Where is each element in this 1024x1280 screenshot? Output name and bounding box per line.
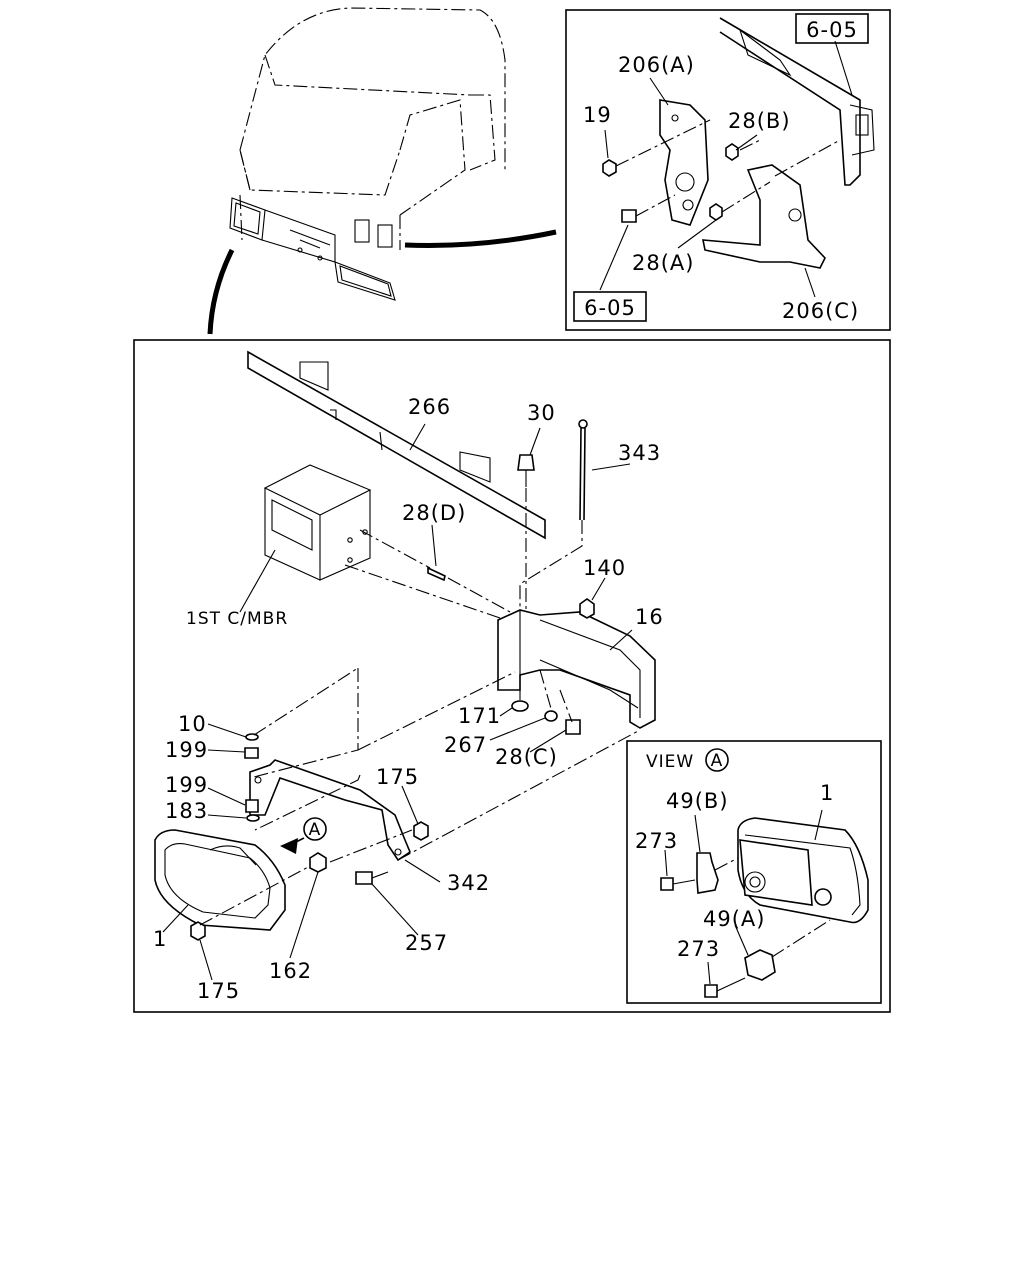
- main-frame: [133, 339, 891, 1013]
- label-343: 343: [618, 441, 661, 465]
- label-19: 19: [583, 103, 612, 127]
- label-199-upper: 199: [165, 738, 208, 762]
- label-1st-cmbr: 1ST C/MBR: [186, 609, 288, 629]
- ref-6-05-top[interactable]: 6-05: [806, 18, 858, 42]
- label-162: 162: [269, 959, 312, 983]
- label-28a: 28(A): [632, 251, 694, 275]
- view-marker-a[interactable]: A: [309, 820, 322, 840]
- label-49a: 49(A): [703, 907, 765, 931]
- view-marker-circle: [303, 817, 327, 841]
- view-a-marker-circle: [705, 748, 729, 772]
- label-266: 266: [408, 395, 451, 419]
- label-175-lower: 175: [197, 979, 240, 1003]
- main-drawing: [154, 350, 656, 981]
- label-342: 342: [447, 871, 490, 895]
- view-a-frame: [626, 740, 882, 1004]
- ref-box-top: [795, 13, 869, 44]
- view-a-drawing: [660, 809, 869, 998]
- label-183: 183: [165, 799, 208, 823]
- detail-top-frame: [565, 9, 891, 331]
- label-206c: 206(C): [782, 299, 859, 323]
- label-257: 257: [405, 931, 448, 955]
- ref-box-bottom: [573, 291, 647, 322]
- ref-6-05-bottom[interactable]: 6-05: [584, 296, 636, 320]
- view-a-marker: A: [711, 751, 724, 771]
- view-a-title: VIEW: [646, 752, 694, 772]
- label-49b: 49(B): [666, 789, 729, 813]
- label-view-1: 1: [820, 781, 834, 805]
- label-30: 30: [527, 401, 556, 425]
- label-199-lower: 199: [165, 773, 208, 797]
- label-28c: 28(C): [495, 745, 558, 769]
- label-273-upper: 273: [635, 829, 678, 853]
- label-10: 10: [178, 712, 207, 736]
- detail-top-drawing: [599, 17, 875, 298]
- truck-cab-illustration: [229, 7, 506, 301]
- label-273-lower: 273: [677, 937, 720, 961]
- leader-cab-to-main: [207, 248, 235, 335]
- label-16: 16: [635, 605, 664, 629]
- label-140: 140: [583, 556, 626, 580]
- label-267: 267: [444, 733, 487, 757]
- leader-cab-to-detail: [404, 229, 557, 248]
- label-28b: 28(B): [728, 109, 791, 133]
- label-171: 171: [458, 704, 501, 728]
- label-28d: 28(D): [402, 501, 466, 525]
- label-1: 1: [153, 927, 167, 951]
- label-175-upper: 175: [376, 765, 419, 789]
- label-206a: 206(A): [618, 53, 695, 77]
